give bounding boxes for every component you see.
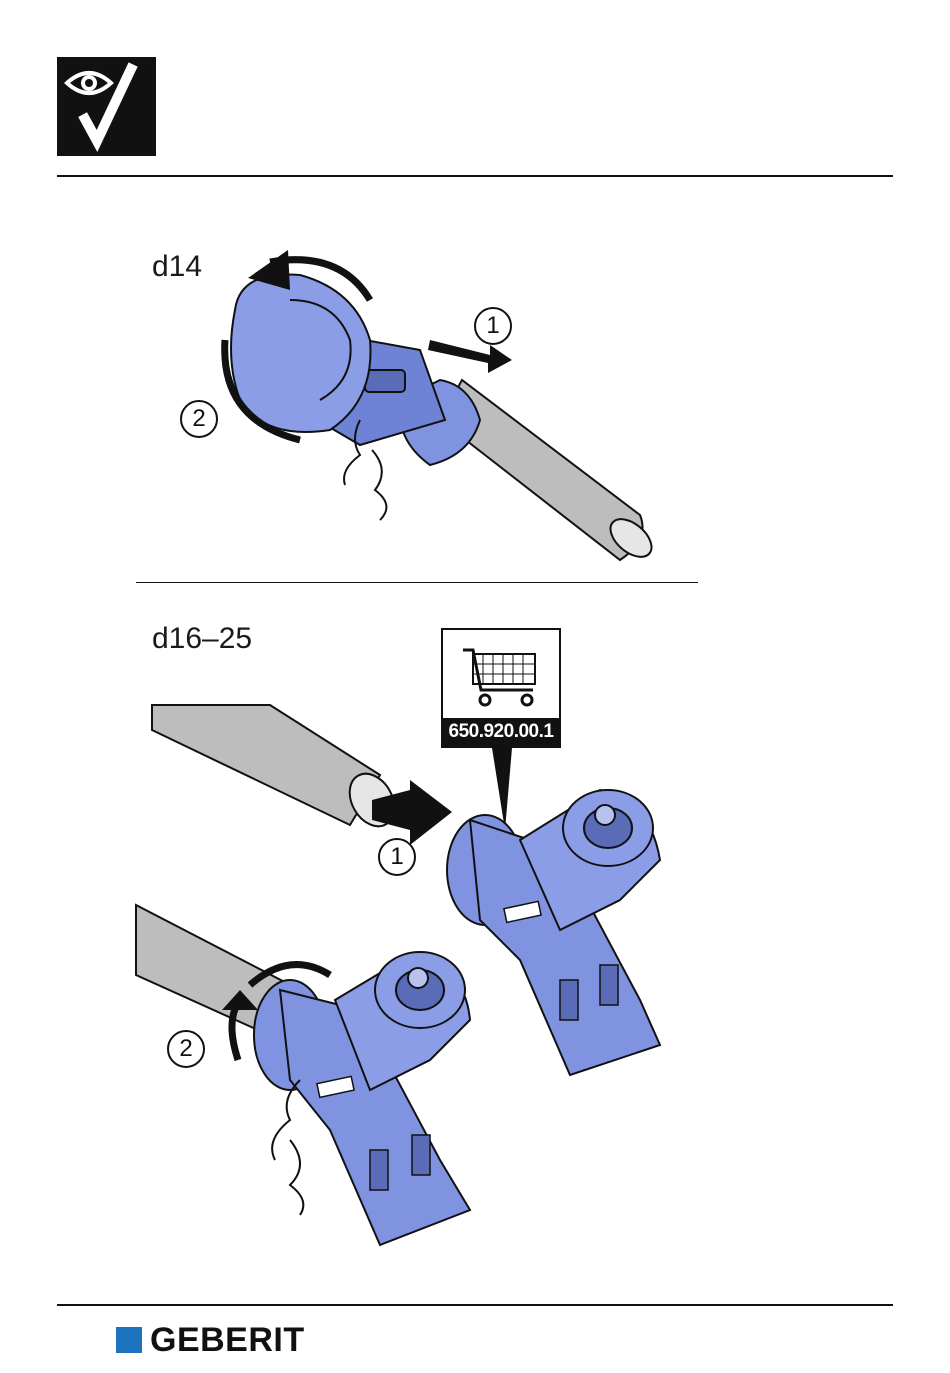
step-2-marker-d16-25: 2 bbox=[167, 1030, 205, 1068]
logo-square bbox=[116, 1327, 142, 1353]
footer-rule bbox=[57, 1304, 893, 1306]
logo-text: GEBERIT bbox=[150, 1321, 305, 1360]
geberit-logo: GEBERIT bbox=[116, 1323, 305, 1357]
step-1-marker-d16-25: 1 bbox=[378, 838, 416, 876]
